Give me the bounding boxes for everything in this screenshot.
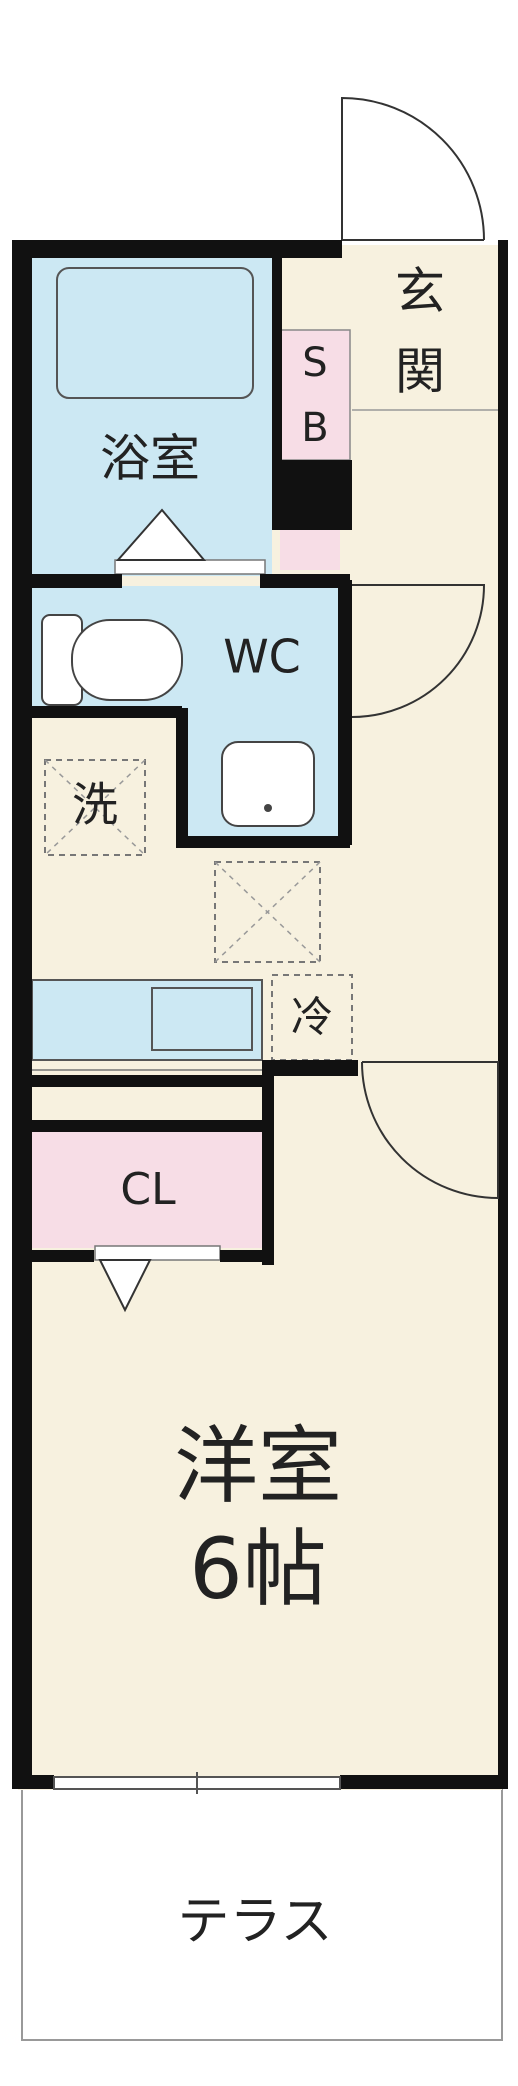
fridge-space: [271, 974, 353, 1061]
entrance-label-1: 玄: [395, 263, 445, 321]
fridge-label: 冷: [291, 993, 333, 1042]
ceiling-hatch: [214, 861, 321, 963]
entrance-label-2: 関: [395, 343, 445, 401]
terrace-label: テラス: [178, 1892, 333, 1952]
wc-label: WC: [223, 630, 301, 684]
closet-area: [32, 1130, 264, 1248]
closet-door-arrow-icon: [98, 1259, 152, 1313]
washer-pan: [44, 759, 146, 856]
washer-cross-a: [44, 759, 146, 856]
closet-door-frame: [94, 1245, 221, 1261]
bathroom-door-arrow-icon: [115, 508, 207, 561]
wash-basin: [221, 741, 315, 827]
bathroom-step: [114, 559, 266, 575]
washer-cross-b: [44, 759, 146, 856]
toilet-bowl: [71, 619, 183, 701]
western-room-label: 洋室: [174, 1417, 342, 1515]
wash-basin-drain-icon: [264, 804, 272, 812]
bathroom-label: 浴室: [100, 430, 200, 488]
terrace-area: [21, 1784, 503, 2041]
wc-door-swing: [351, 584, 486, 718]
bathtub: [56, 267, 254, 399]
room-door-swing: [361, 1061, 499, 1200]
small-storage: [280, 530, 340, 570]
washer-label: 洗: [72, 778, 118, 832]
walls: [12, 240, 508, 1789]
closet-label: CL: [120, 1164, 176, 1215]
front-door-swing: [341, 96, 485, 241]
shoe-box-label-s: S: [302, 340, 327, 386]
hatch-cross-b: [214, 861, 321, 963]
shoe-box-label-b: B: [301, 405, 328, 451]
kitchen-sink: [151, 987, 253, 1051]
western-room-size: 6帖: [189, 1520, 326, 1618]
